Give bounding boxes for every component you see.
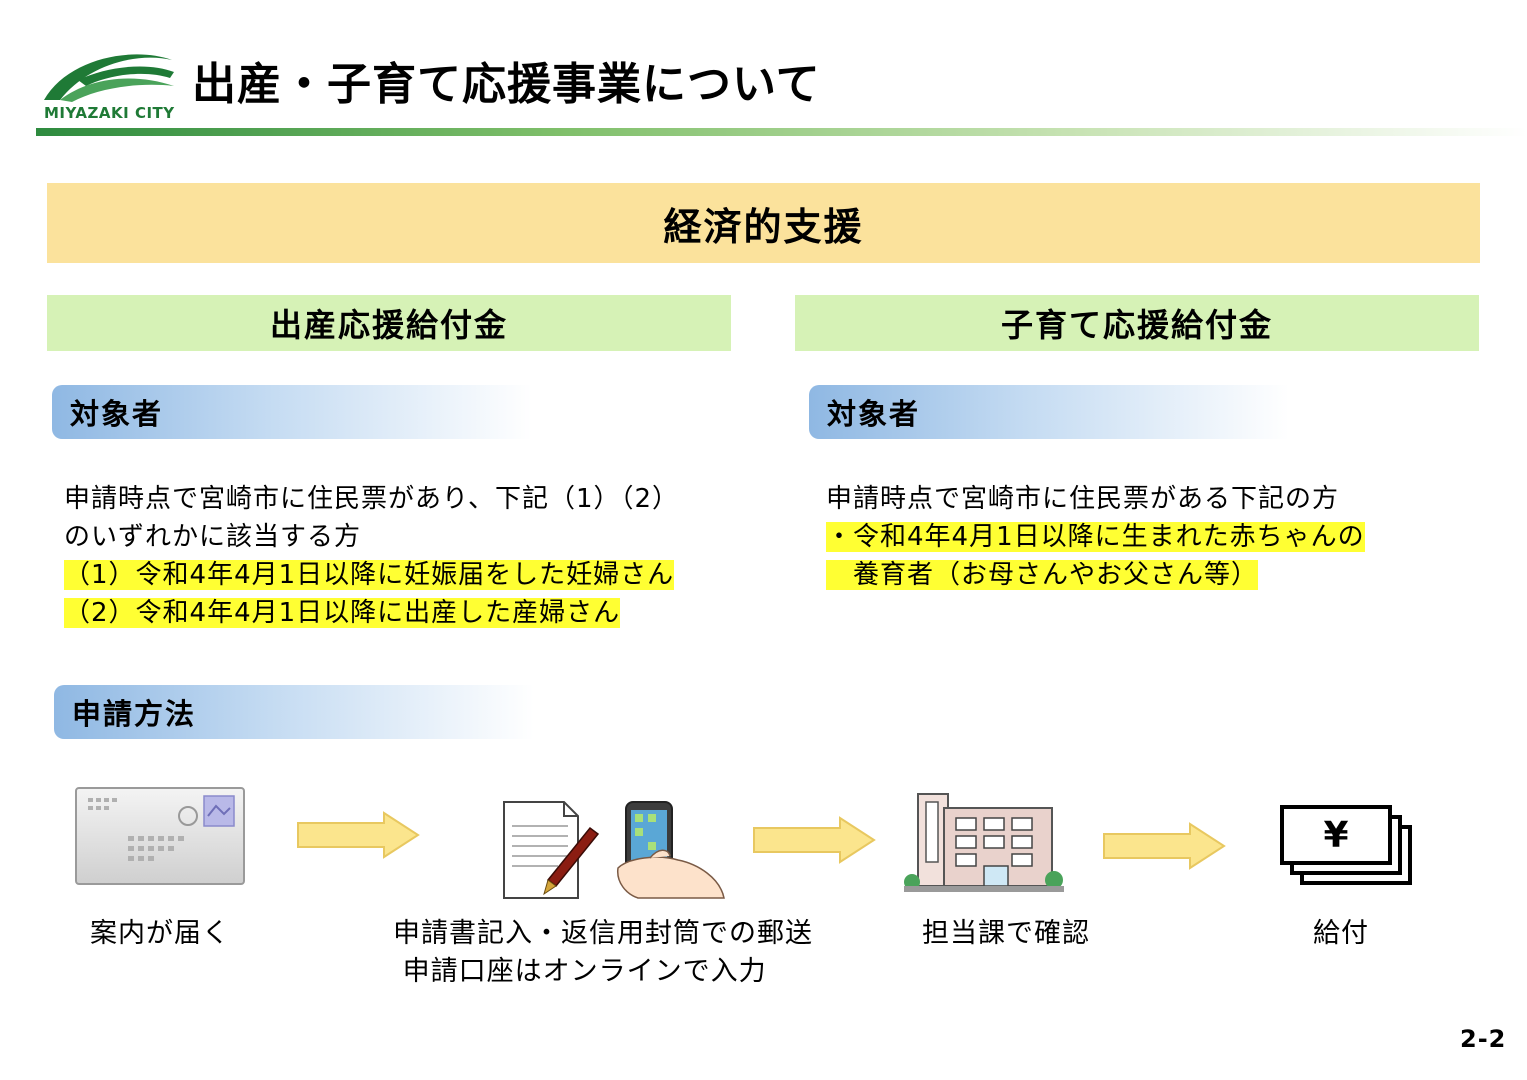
birth-support-heading: 出産応援給付金 <box>47 295 731 351</box>
step-4-caption: 給付 <box>1313 918 1369 949</box>
right-condition-1: ・令和4年4月1日以降に生まれた赤ちゃんの <box>826 522 1365 552</box>
yen-bills-icon: ¥ <box>1280 805 1412 885</box>
step-2-caption: 申請書記入・返信用封筒での郵送 申請口座はオンラインで入力 <box>393 915 813 991</box>
right-condition-2: 養育者（お母さんやお父さん等） <box>826 560 1259 590</box>
page-title: 出産・子育て応援事業について <box>192 59 821 110</box>
arrow-right-icon <box>297 811 420 859</box>
arrow-right-icon <box>753 816 876 864</box>
step-3-caption: 担当課で確認 <box>922 918 1090 949</box>
step-2-caption-line-1: 申請書記入・返信用封筒での郵送 <box>393 918 813 949</box>
application-method-subheading: 申請方法 <box>54 685 534 739</box>
envelope-icon <box>75 787 245 885</box>
miyazaki-city-logo-icon <box>44 54 174 102</box>
header-divider <box>36 128 1527 136</box>
page-number: 2-2 <box>1460 1025 1507 1053</box>
section-banner: 経済的支援 <box>47 183 1480 263</box>
left-condition-1: （1）令和4年4月1日以降に妊娠届をした妊婦さん <box>64 560 675 590</box>
step-2-caption-line-2: 申請口座はオンラインで入力 <box>393 956 767 987</box>
logo-text: MIYAZAKI CITY <box>44 104 175 122</box>
left-condition-2: （2）令和4年4月1日以降に出産した産婦さん <box>64 598 621 628</box>
city-office-building-icon <box>904 793 1064 892</box>
left-target-description: 申請時点で宮崎市に住民票があり、下記（1）（2） のいずれかに該当する方 （1）… <box>64 480 679 632</box>
arrow-right-icon <box>1103 822 1226 870</box>
right-target-subheading: 対象者 <box>809 385 1289 439</box>
application-form-and-smartphone-icon <box>503 801 725 899</box>
left-target-subheading: 対象者 <box>52 385 532 439</box>
svg-text:¥: ¥ <box>1323 815 1348 856</box>
step-1-caption: 案内が届く <box>90 918 230 949</box>
left-line-1: 申請時点で宮崎市に住民票があり、下記（1）（2） <box>64 484 680 514</box>
left-line-2: のいずれかに該当する方 <box>64 522 362 552</box>
right-target-description: 申請時点で宮崎市に住民票がある下記の方 ・令和4年4月1日以降に生まれた赤ちゃん… <box>826 480 1365 594</box>
right-line-1: 申請時点で宮崎市に住民票がある下記の方 <box>826 484 1340 514</box>
childcare-support-heading: 子育て応援給付金 <box>795 295 1479 351</box>
